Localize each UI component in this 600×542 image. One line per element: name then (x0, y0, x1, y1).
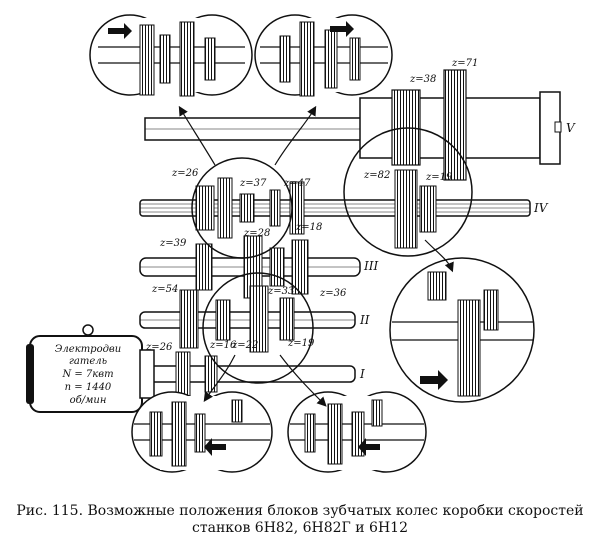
shaft-ii (139, 285, 356, 353)
motor-label-5: об/мин (70, 395, 107, 406)
magnify-circle-right (343, 127, 473, 257)
detail-top-right (254, 14, 393, 97)
detail-bottom-right (287, 391, 427, 473)
gear-label-z37: z=37 (239, 178, 267, 189)
gear-label-z19-right: z=19 (425, 172, 453, 183)
figure-caption-line-2: станков 6Н82, 6Н82Г и 6Н12 (192, 520, 408, 536)
gear-label-z26-bottom: z=26 (145, 342, 173, 353)
gear-label-z71: z=71 (451, 58, 478, 69)
gear-label-z47: z=47 (283, 178, 311, 189)
shaft-i (149, 351, 356, 397)
motor-label-2: гатель (69, 356, 107, 367)
shaft-v (144, 69, 562, 181)
motor-label-1: Электродви (55, 344, 121, 355)
shaft-iii (139, 235, 361, 299)
gear-label-z26-top: z=26 (171, 168, 199, 179)
gear-label-z36: z=36 (319, 288, 347, 299)
figure-caption-line-1: Рис. 115. Возможные положения блоков зуб… (16, 503, 584, 519)
shaft-label-v: V (566, 121, 576, 135)
shaft-label-iv: IV (533, 201, 549, 215)
gear-label-z16: z=16 (209, 340, 237, 351)
motor: Электродви гатель N = 7квт n = 1440 об/м… (26, 324, 155, 413)
leader-arrows (178, 105, 454, 407)
gear-label-z38: z=38 (409, 74, 436, 85)
gear-label-z19-bottom: z=19 (287, 338, 315, 349)
gear-label-z33: z=33 (267, 286, 294, 297)
motor-label-3: N = 7квт (61, 369, 113, 380)
magnify-circle-shaft-iv (191, 157, 293, 259)
gear-label-z22: z=22 (231, 340, 258, 351)
detail-top-left (89, 14, 253, 97)
shaft-label-iii: III (363, 259, 378, 273)
detail-right (389, 257, 535, 403)
shaft-label-i: I (359, 367, 365, 381)
gear-label-z39: z=39 (159, 238, 187, 249)
shaft-iv (139, 169, 531, 249)
gear-label-z54: z=54 (151, 284, 178, 295)
gear-label-z18: z=18 (295, 222, 322, 233)
gear-labels: z=26 z=37 z=47 z=28 z=18 z=39 z=54 z=33 … (145, 58, 478, 353)
gear-label-z28: z=28 (243, 228, 270, 239)
magnify-circle-shaft-ii (202, 272, 314, 384)
detail-bottom-left (131, 391, 273, 473)
shaft-label-ii: II (359, 313, 370, 327)
gearbox-diagram: Электродви гатель N = 7квт n = 1440 об/м… (26, 14, 576, 473)
motor-label-4: n = 1440 (65, 382, 112, 393)
gear-label-z82: z=82 (363, 170, 390, 181)
